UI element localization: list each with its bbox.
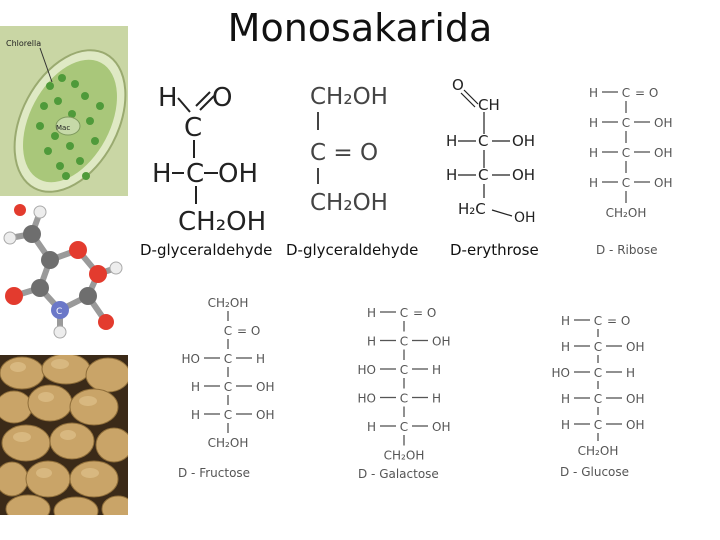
fischer-right-group: OH [654,146,672,160]
atom: C [184,113,202,143]
chlorella-label: Chlorella [6,39,41,48]
fischer-carbon: C [622,116,630,130]
fischer-right-group: OH [626,418,644,432]
erythrose-structure: O CH H C OH H C OH H₂C OH [446,76,536,226]
glyceraldehyde-aldose-label: D-glyceraldehyde [140,241,273,259]
macronucleus-label: Mac [56,124,70,132]
fischer-left-group: H [589,86,598,100]
fischer-bottom-group: CH₂OH [578,444,619,458]
fischer-carbon: C [400,306,408,320]
molecule-model: C [0,198,130,348]
glyceraldehyde-aldose-structure: H O C H C OH CH₂OH [152,83,266,236]
fructose-label: D - Fructose [178,466,251,480]
fischer-carbon: C [622,146,630,160]
fischer-carbon: C [400,363,408,377]
glyceraldehyde-keto-label: D-glyceraldehyde [286,241,419,259]
fischer-left-group: H [367,335,376,349]
atom: H [158,83,178,113]
atom: C = O [310,140,378,166]
atom: H [446,132,457,150]
fischer-left-group: H [367,420,376,434]
fischer-carbon: C [622,86,630,100]
fischer-left-group: H [561,418,570,432]
atom: CH₂OH [310,84,388,110]
atom: C [478,166,488,184]
fischer-carbon: C [400,335,408,349]
galactose-label: D - Galactose [358,467,439,481]
atom: OH [514,210,536,226]
fischer-left-group: HO [182,352,200,366]
slide-title: Monosakarida [227,6,493,50]
atom-c-label: C [56,307,62,317]
fischer-right-group: = O [413,306,436,320]
ribose-label: D - Ribose [596,243,658,257]
fischer-carbon: C [594,392,602,406]
fischer-left-group: HO [552,366,570,380]
fischer-left-group: H [589,146,598,160]
atom: CH₂OH [178,207,266,236]
fischer-carbon: C [594,340,602,354]
fischer-left-group: H [589,176,598,190]
atom: O [452,76,464,94]
fischer-left-group: H [561,340,570,354]
fischer-carbon: C [224,380,232,394]
fischer-right-group: OH [432,420,450,434]
glucose-label: D - Glucose [560,465,630,479]
fischer-left-group: HO [358,392,376,406]
atom: H [152,159,172,189]
fischer-carbon: C [400,420,408,434]
fischer-left-group: H [367,306,376,320]
fischer-right-group: OH [626,340,644,354]
ribose-structure: C H = O C H OH C H OH C H OH CH₂OH [589,86,673,220]
atom: OH [512,166,535,184]
fischer-top-group: CH₂OH [208,296,249,310]
fischer-left-group: H [561,392,570,406]
fischer-right-group: OH [654,176,672,190]
fischer-right-group: H [626,366,635,380]
fischer-right-group: = O [237,324,260,338]
fischer-right-group: = O [607,314,630,328]
fischer-carbon: C [594,418,602,432]
fischer-carbon: C [400,392,408,406]
fischer-carbon: C [622,176,630,190]
fischer-bottom-group: CH₂OH [384,449,425,463]
fischer-left-group: H [191,380,200,394]
fischer-right-group: H [432,363,441,377]
fischer-carbon: C [224,352,232,366]
fischer-carbon: C [594,366,602,380]
atom: O [212,83,232,113]
fischer-right-group: OH [432,335,450,349]
atom: H₂C [458,200,486,218]
fischer-right-group: OH [626,392,644,406]
atom: OH [512,132,535,150]
fischer-right-group: OH [654,116,672,130]
fischer-right-group: OH [256,408,274,422]
fischer-right-group: OH [256,380,274,394]
fischer-right-group: H [432,392,441,406]
fischer-right-group: H [256,352,265,366]
atom: OH [218,159,258,189]
erythrose-label: D-erythrose [450,241,539,259]
atom: C [186,159,204,189]
paramecium-photo: Chlorella Mac [0,26,128,196]
fischer-carbon: C [224,408,232,422]
fischer-left-group: H [589,116,598,130]
atom: CH₂OH [310,190,388,216]
fischer-left-group: HO [358,363,376,377]
fischer-bottom-group: CH₂OH [606,206,647,220]
potatoes-photo [0,355,128,515]
atom: H [446,166,457,184]
atom: CH [478,96,500,114]
glyceraldehyde-keto-structure: CH₂OH C = O CH₂OH [310,84,388,216]
fischer-carbon: C [594,314,602,328]
fischer-left-group: H [191,408,200,422]
fischer-bottom-group: CH₂OH [208,436,249,450]
atom: C [478,132,488,150]
fischer-carbon: C [224,324,232,338]
fischer-left-group: H [561,314,570,328]
fischer-right-group: = O [635,86,658,100]
